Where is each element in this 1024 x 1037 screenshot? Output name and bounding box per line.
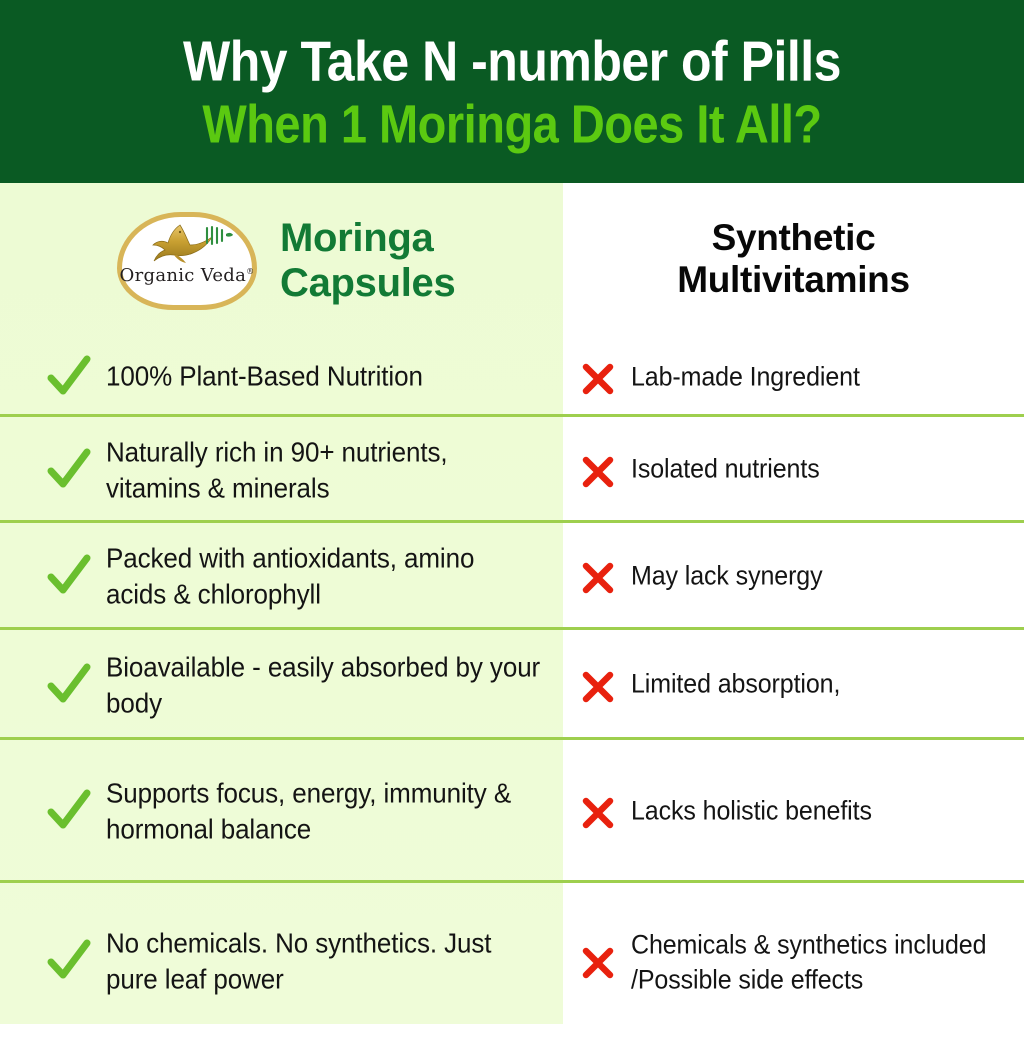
check-icon	[47, 448, 91, 487]
check-icon	[47, 939, 91, 979]
row-left-cell: Packed with antioxidants, amino acids & …	[0, 523, 563, 627]
table-row: 100% Plant-Based Nutrition Lab-made Ingr…	[0, 338, 1024, 414]
organic-veda-logo: Organic Veda®	[112, 207, 262, 315]
row-right-text: May lack synergy	[631, 560, 823, 591]
row-left-cell: Bioavailable - easily absorbed by your b…	[0, 630, 563, 737]
cross-icon	[582, 947, 614, 979]
right-column-header: Synthetic Multivitamins	[563, 183, 1024, 338]
check-icon	[47, 789, 91, 829]
left-column-title: Moringa Capsules	[280, 215, 456, 306]
row-left-text: Packed with antioxidants, amino acids & …	[106, 542, 475, 610]
left-column-title-line2: Capsules	[280, 260, 456, 305]
row-left-cell: Naturally rich in 90+ nutrients, vitamin…	[0, 417, 563, 520]
row-left-cell: Supports focus, energy, immunity & hormo…	[0, 740, 563, 880]
row-left-text: Bioavailable - easily absorbed by your b…	[106, 650, 541, 719]
feature-rows: 100% Plant-Based Nutrition Lab-made Ingr…	[0, 338, 1024, 1037]
bird-icon	[152, 224, 213, 263]
row-right-cell: Limited absorption,	[563, 630, 1024, 737]
row-right-text: Chemicals & synthetics included /Possibl…	[631, 929, 987, 994]
table-row: Packed with antioxidants, amino acids & …	[0, 520, 1024, 627]
row-right-cell: Isolated nutrients	[563, 417, 1024, 520]
logo-trademark: ®	[246, 266, 255, 276]
cross-icon	[582, 671, 614, 702]
row-left-text: Naturally rich in 90+ nutrients, vitamin…	[106, 435, 448, 504]
right-column-background	[563, 183, 1024, 1024]
logo-brand-name: Organic Veda	[119, 264, 247, 286]
headline-secondary: When 1 Moringa Does It All?	[202, 93, 822, 154]
cross-icon	[582, 797, 614, 829]
cross-icon	[582, 363, 614, 395]
right-column-title-line1: Synthetic	[711, 217, 876, 259]
row-left-cell: 100% Plant-Based Nutrition	[0, 338, 563, 414]
row-right-text: Lab-made Ingredient	[631, 361, 860, 392]
row-right-text: Limited absorption,	[631, 669, 841, 700]
row-right-cell: Lab-made Ingredient	[563, 338, 1024, 414]
table-row: Naturally rich in 90+ nutrients, vitamin…	[0, 414, 1024, 520]
leaf-sprig-icon	[205, 225, 233, 245]
logo-badge-shape	[117, 211, 257, 310]
check-icon	[47, 355, 91, 395]
comparison-table: Organic Veda® Moringa Capsules Synthetic…	[0, 183, 1024, 1024]
row-right-text: Lacks holistic benefits	[631, 795, 872, 826]
right-column-title-line2: Multivitamins	[677, 258, 910, 300]
row-right-text: Isolated nutrients	[631, 454, 820, 485]
cross-icon	[582, 456, 614, 487]
row-right-cell: Chemicals & synthetics included /Possibl…	[563, 883, 1024, 1037]
left-column-title-line1: Moringa	[280, 215, 434, 260]
table-row: Bioavailable - easily absorbed by your b…	[0, 627, 1024, 737]
left-column-header: Organic Veda® Moringa Capsules	[0, 183, 563, 338]
row-left-text: 100% Plant-Based Nutrition	[106, 360, 423, 392]
row-left-cell: No chemicals. No synthetics. Just pure l…	[0, 883, 563, 1037]
cross-icon	[582, 562, 614, 594]
row-right-cell: May lack synergy	[563, 523, 1024, 627]
header-banner: Why Take N -number of Pills When 1 Morin…	[0, 0, 1024, 183]
check-icon	[47, 663, 91, 702]
row-right-cell: Lacks holistic benefits	[563, 740, 1024, 880]
logo-wordmark: Organic Veda®	[112, 265, 262, 286]
row-left-text: No chemicals. No synthetics. Just pure l…	[106, 927, 492, 995]
right-column-title: Synthetic Multivitamins	[677, 217, 910, 300]
left-column-background	[0, 183, 563, 1024]
table-header-row: Organic Veda® Moringa Capsules Synthetic…	[0, 183, 1024, 338]
table-row: No chemicals. No synthetics. Just pure l…	[0, 880, 1024, 1037]
check-icon	[47, 554, 91, 594]
row-left-text: Supports focus, energy, immunity & hormo…	[106, 777, 512, 845]
headline-primary: Why Take N -number of Pills	[183, 28, 841, 93]
table-row: Supports focus, energy, immunity & hormo…	[0, 737, 1024, 880]
